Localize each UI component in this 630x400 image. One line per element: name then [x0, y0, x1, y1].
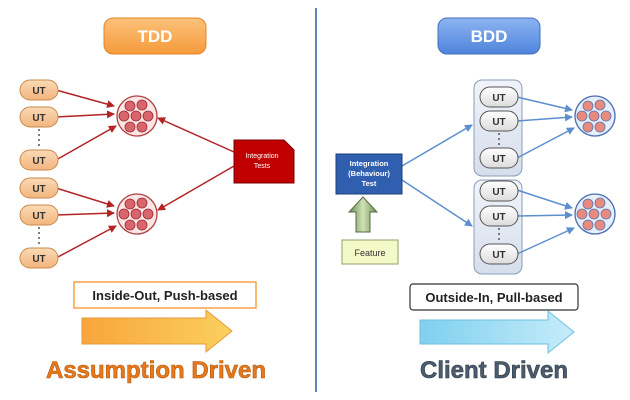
tdd-integration-label-1: Integration — [245, 153, 278, 160]
bdd-tagline: Client Driven — [420, 357, 568, 384]
bdd-component-cluster-bottom — [574, 193, 616, 235]
svg-text:UT: UT — [492, 212, 505, 223]
bdd-caption-box: Outside-In, Pull-based — [409, 283, 579, 311]
svg-text:UT: UT — [32, 211, 45, 222]
bdd-ut-6: UT — [479, 243, 519, 265]
svg-text:UT: UT — [32, 254, 45, 265]
bdd-integration-arrows — [401, 124, 473, 227]
tdd-integration-arrows — [157, 117, 235, 211]
svg-text:UT: UT — [32, 156, 45, 167]
feature-label: Feature — [354, 248, 385, 258]
bdd-ut-2: UT — [479, 110, 519, 132]
bdd-ut-1: UT — [479, 86, 519, 108]
bdd-ut-5: UT — [479, 205, 519, 227]
bdd-unit-arrows — [516, 96, 575, 255]
tdd-ut-2: UT — [19, 106, 59, 128]
bdd-badge-label: BDD — [471, 27, 508, 46]
tdd-unit-tests: UT UT UT UT UT UT — [19, 79, 59, 269]
tdd-unit-arrows — [55, 89, 117, 259]
tdd-badge-label: TDD — [138, 27, 173, 46]
bdd-component-cluster-top — [574, 95, 616, 137]
bdd-ut-4: UT — [479, 180, 519, 202]
tdd-caption: Inside-Out, Push-based — [92, 288, 237, 303]
svg-text:UT: UT — [492, 250, 505, 261]
tdd-integration-label-2: Tests — [254, 163, 271, 170]
svg-text:UT: UT — [492, 154, 505, 165]
svg-text:UT: UT — [32, 184, 45, 195]
bdd-ut-3: UT — [479, 147, 519, 169]
svg-text:UT: UT — [32, 113, 45, 124]
feature-box: Feature — [341, 239, 399, 265]
bdd-badge: BDD — [437, 17, 541, 55]
bdd-direction-arrow — [419, 309, 575, 355]
tdd-tagline: Assumption Driven — [46, 357, 266, 384]
bdd-integration-label-2: (Behaviour) — [348, 169, 390, 178]
svg-text:UT: UT — [32, 86, 45, 97]
feature-up-arrow — [347, 196, 379, 233]
tdd-direction-arrow — [81, 308, 233, 354]
tdd-ut-5: UT — [19, 204, 59, 226]
tdd-integration-tests-box: Integration Tests — [233, 139, 295, 184]
tdd-ut-1: UT — [19, 79, 59, 101]
bdd-integration-label-3: Test — [362, 179, 377, 188]
bdd-caption: Outside-In, Pull-based — [425, 290, 562, 305]
tdd-component-cluster-bottom — [116, 193, 158, 235]
bdd-unit-tests: UT UT UT UT UT UT — [479, 86, 519, 265]
tdd-caption-box: Inside-Out, Push-based — [73, 281, 257, 309]
svg-text:UT: UT — [492, 117, 505, 128]
bdd-integration-label-1: Integration — [350, 159, 389, 168]
svg-text:UT: UT — [492, 93, 505, 104]
tdd-ut-4: UT — [19, 177, 59, 199]
svg-text:UT: UT — [492, 187, 505, 198]
tdd-component-cluster-top — [116, 95, 158, 137]
bdd-integration-test-box: Integration (Behaviour) Test — [335, 153, 403, 195]
tdd-ut-3: UT — [19, 149, 59, 171]
tdd-badge: TDD — [103, 17, 207, 55]
tdd-ut-6: UT — [19, 247, 59, 269]
